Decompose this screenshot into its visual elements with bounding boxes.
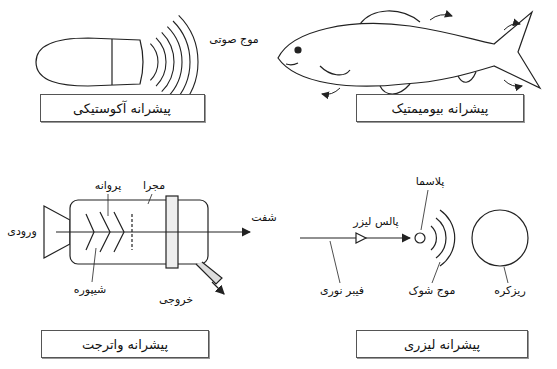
part-label: مجرا — [142, 179, 166, 193]
part-label: خروجی — [158, 293, 194, 307]
caption-text: پیشرانه واترجت — [82, 337, 168, 352]
part-label: پلاسما — [415, 175, 446, 189]
caption-box: پیشرانه بیومیمتیک — [356, 94, 524, 122]
caption-box: پیشرانه آکوستیکی — [40, 94, 205, 122]
waterjet — [44, 196, 250, 294]
part-label: ریزکره — [493, 284, 527, 298]
part-label: موج شوک — [408, 284, 457, 298]
part-label: فیبر نوری — [319, 284, 365, 298]
part-label: ورودی — [6, 225, 37, 239]
caption-text: پیشرانه آکوستیکی — [73, 101, 171, 116]
caption-box: پیشرانه لیزری — [356, 330, 528, 358]
caption-text: پیشرانه لیزری — [404, 337, 480, 352]
leader-lines — [92, 190, 508, 283]
part-label: پالس لیزر — [352, 215, 399, 229]
torpedo — [36, 38, 143, 86]
fish — [278, 11, 540, 94]
caption-box: پیشرانه واترجت — [41, 330, 209, 358]
part-label: پروانه — [94, 179, 122, 193]
laser-thruster — [300, 210, 528, 266]
part-label: شیپوره — [73, 283, 108, 297]
caption-text: پیشرانه بیومیمتیک — [392, 101, 489, 116]
part-label: شفت — [250, 211, 278, 225]
part-label: موج صوتی — [208, 33, 259, 47]
motion-arrows — [322, 15, 522, 95]
